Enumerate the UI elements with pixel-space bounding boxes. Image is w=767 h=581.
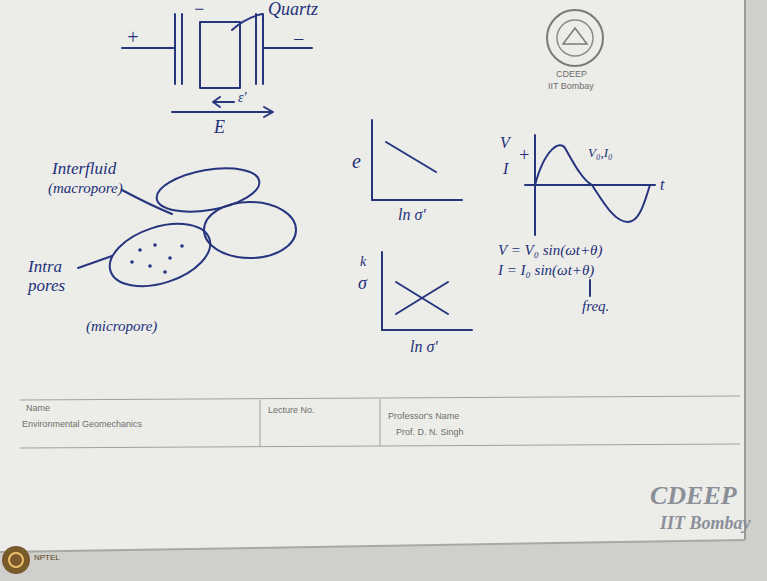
part-name: (macropore) bbox=[48, 180, 123, 197]
watermark: IIT Bombay bbox=[660, 514, 751, 534]
axis-label: ln σ' bbox=[410, 338, 438, 356]
logo-text: IIT Bombay bbox=[548, 82, 594, 92]
part-name: Intra pores bbox=[28, 258, 78, 295]
form-field: Professor's Name bbox=[388, 412, 459, 422]
polarity-sign: − bbox=[193, 0, 205, 20]
logo-text: NPTEL bbox=[34, 554, 60, 563]
axis-label: t bbox=[660, 176, 664, 194]
part-name: Quartz bbox=[268, 0, 318, 20]
note: freq. bbox=[582, 298, 609, 315]
watermark: CDEEP bbox=[650, 482, 737, 511]
axis-label: ln σ' bbox=[398, 206, 426, 224]
paper-edge bbox=[744, 0, 746, 540]
axis-label: I bbox=[503, 160, 508, 178]
pore-dots bbox=[130, 243, 184, 274]
polarity-sign: + bbox=[126, 26, 140, 48]
axis-label: e bbox=[352, 150, 361, 172]
part-name: (micropore) bbox=[86, 318, 157, 335]
polarity-sign: − bbox=[292, 28, 306, 50]
void-ratio-graph bbox=[372, 120, 462, 200]
form-lines bbox=[20, 396, 740, 448]
nptel-logo bbox=[2, 546, 30, 574]
polarity-sign: + bbox=[518, 146, 530, 166]
symbol-label: ε' bbox=[238, 90, 247, 105]
conductivity-graph bbox=[382, 252, 472, 330]
capacitor-sketch bbox=[122, 14, 312, 117]
form-field: Environmental Geomechanics bbox=[22, 420, 142, 430]
axis-label: V bbox=[500, 134, 510, 152]
paper-edge bbox=[0, 540, 745, 552]
field-label: E bbox=[214, 118, 225, 138]
equation: I = I₀ sin(ωt+θ) bbox=[498, 262, 594, 279]
logo-text: CDEEP bbox=[556, 70, 587, 80]
paper-sheet bbox=[0, 0, 745, 552]
form-field: Name bbox=[26, 404, 50, 414]
equation: V = V₀ sin(ωt+θ) bbox=[498, 242, 602, 259]
form-field: Prof. D. N. Singh bbox=[396, 428, 464, 438]
cdeep-logo bbox=[547, 10, 603, 66]
part-name: Interfluid bbox=[52, 160, 116, 179]
form-field: Lecture No. bbox=[268, 406, 315, 416]
axis-label: σ bbox=[358, 274, 367, 294]
amplitude-label: V₀,I₀ bbox=[588, 146, 613, 160]
axis-label: k bbox=[360, 254, 366, 269]
